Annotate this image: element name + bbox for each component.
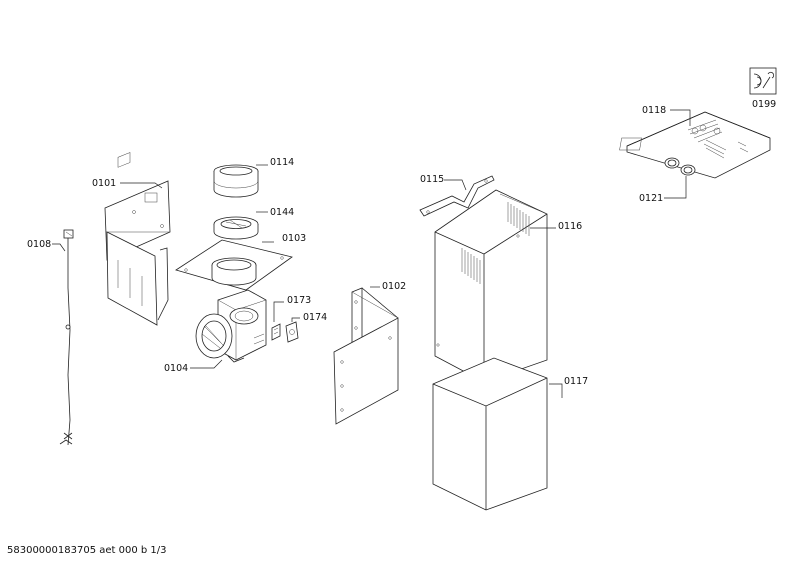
label-0144: 0144 — [270, 207, 294, 218]
part-0101-wall-panel — [104, 152, 171, 326]
part-0173-module — [271, 323, 281, 341]
part-0174-bracket — [285, 321, 299, 343]
document-id: 58300000183705 aet 000 b 1/3 — [7, 545, 167, 556]
part-0108-power-cord — [59, 229, 74, 446]
label-0117: 0117 — [564, 376, 588, 387]
part-0144-check-valve — [213, 216, 259, 240]
label-0102: 0102 — [382, 281, 406, 292]
label-0116: 0116 — [558, 221, 582, 232]
label-0114: 0114 — [270, 157, 294, 168]
label-0121: 0121 — [639, 193, 663, 204]
part-0103-adapter-plate — [175, 239, 293, 291]
part-0102-corner-bracket — [333, 287, 399, 425]
part-0116-upper-chimney — [434, 189, 548, 383]
wrench-manual-icon — [749, 67, 777, 95]
part-0114-outlet-ring — [213, 164, 259, 198]
label-0118: 0118 — [642, 105, 666, 116]
label-0173: 0173 — [287, 295, 311, 306]
part-0118-accessory-bag — [619, 111, 771, 179]
label-0199: 0199 — [752, 99, 776, 110]
label-0104: 0104 — [164, 363, 188, 374]
label-0174: 0174 — [303, 312, 327, 323]
label-0103: 0103 — [282, 233, 306, 244]
vent-slots-right — [507, 202, 530, 236]
part-0117-lower-chimney — [432, 357, 548, 511]
label-0101: 0101 — [92, 178, 116, 189]
part-0115-chimney-bracket — [419, 175, 495, 217]
label-0108: 0108 — [27, 239, 51, 250]
vent-slots-left — [461, 248, 481, 284]
label-0115: 0115 — [420, 174, 444, 185]
part-0104-blower-motor — [195, 289, 267, 363]
